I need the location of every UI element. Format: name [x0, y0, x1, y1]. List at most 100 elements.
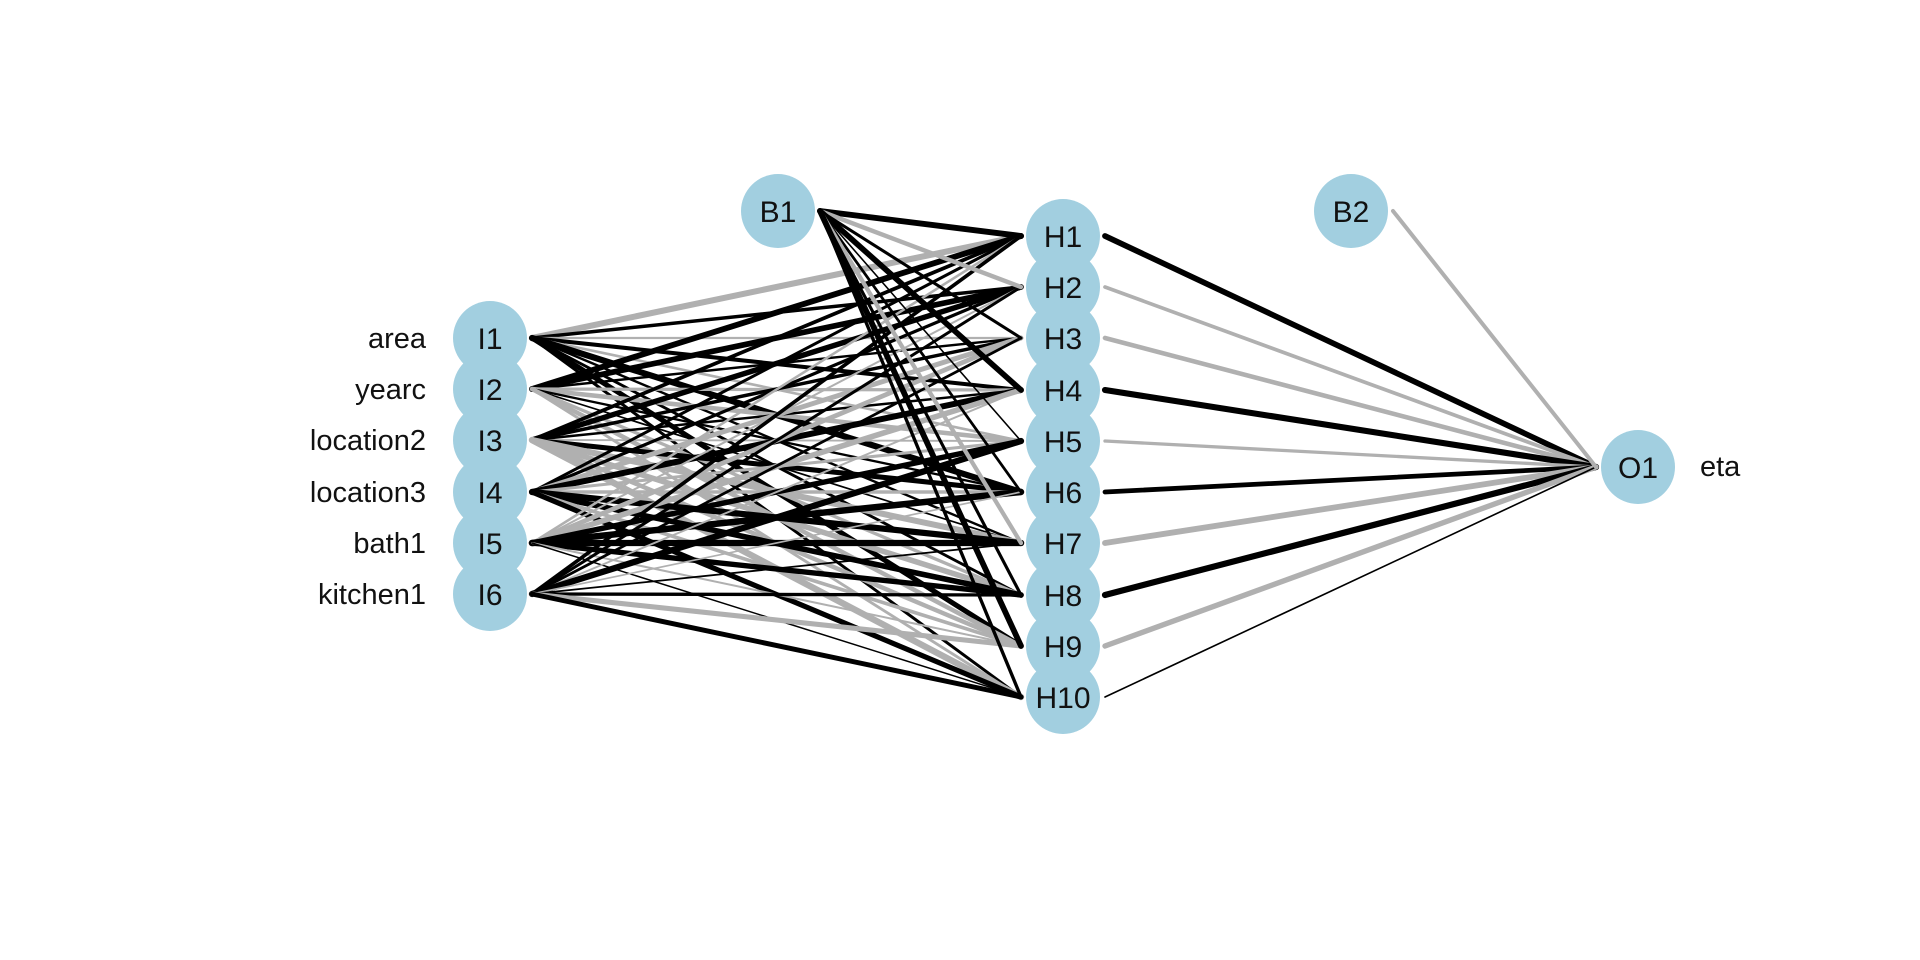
- edge-I2-H1: [529, 233, 1024, 392]
- hidden-node-h10-circle: [1026, 660, 1100, 734]
- edge-I6-H9: [529, 591, 1024, 649]
- edge-H5-O1: [1103, 439, 1598, 469]
- hidden-node-h1: H1: [1026, 199, 1100, 273]
- output-node-o1-circle: [1601, 430, 1675, 504]
- hidden-node-h6: H6: [1026, 455, 1100, 529]
- edge-B1-H1: [817, 208, 1024, 239]
- edge-I1-H1: [528, 232, 1025, 342]
- hidden-node-h10-label: H10: [1035, 682, 1090, 715]
- edge-I6-H2: [530, 285, 1023, 596]
- bias-node-b2: B2: [1314, 174, 1388, 248]
- hidden-node-h3: H3: [1026, 301, 1100, 375]
- edge-B1-H3: [818, 209, 1023, 340]
- bias-node-b1-label: B1: [760, 196, 797, 229]
- input-node-i5-label: I5: [477, 528, 502, 561]
- edge-B1-H5: [819, 210, 1022, 442]
- hidden-node-h4-label: H4: [1044, 375, 1082, 408]
- variable-label-layer: areayearclocation2location3bath1kitchen1…: [310, 323, 1741, 611]
- input-variable-bath1: bath1: [353, 528, 426, 560]
- edge-H8-O1: [1101, 463, 1600, 599]
- edge-H4-O1: [1101, 386, 1600, 471]
- edge-B1-H6: [818, 209, 1023, 494]
- hidden-node-h8: H8: [1026, 558, 1100, 632]
- edge-I6-H10: [529, 591, 1024, 700]
- input-node-i6-label: I6: [477, 579, 502, 612]
- edge-I6-H1: [530, 234, 1023, 596]
- input-node-i3: I3: [453, 403, 527, 477]
- hidden-node-h2-label: H2: [1044, 272, 1082, 305]
- edge-I4-H1: [530, 234, 1023, 494]
- hidden-node-h4: H4: [1026, 353, 1100, 427]
- edge-B1-H7: [817, 208, 1024, 546]
- hidden-node-h3-circle: [1026, 301, 1100, 375]
- edge-B1-H4: [817, 208, 1024, 393]
- input-node-i4-label: I4: [477, 477, 502, 510]
- edge-H6-O1: [1102, 464, 1599, 495]
- hidden-node-h3-label: H3: [1044, 323, 1082, 356]
- hidden-node-h2: H2: [1026, 250, 1100, 324]
- hidden-node-h5-label: H5: [1044, 426, 1082, 459]
- hidden-node-h7-circle: [1026, 506, 1100, 580]
- bias-node-b2-circle: [1314, 174, 1388, 248]
- edge-B1-H2: [817, 208, 1024, 290]
- hidden-node-h8-circle: [1026, 558, 1100, 632]
- edge-B1-H10: [818, 209, 1023, 699]
- bias-node-b1-circle: [741, 174, 815, 248]
- bias-node-b1: B1: [741, 174, 815, 248]
- hidden-node-h7: H7: [1026, 506, 1100, 580]
- hidden-node-h4-circle: [1026, 353, 1100, 427]
- input-variable-location2: location2: [310, 425, 426, 457]
- edge-H3-O1: [1102, 335, 1599, 470]
- input-node-i3-label: I3: [477, 425, 502, 458]
- hidden-node-h5: H5: [1026, 404, 1100, 478]
- edge-H10-O1: [1104, 466, 1597, 698]
- edge-I6-H4: [531, 389, 1022, 595]
- input-node-i6-circle: [453, 557, 527, 631]
- input-variable-kitchen1: kitchen1: [318, 579, 426, 611]
- hidden-node-h1-circle: [1026, 199, 1100, 273]
- connection-layer: [528, 208, 1600, 701]
- output-variable-eta: eta: [1700, 451, 1741, 483]
- input-node-i6: I6: [453, 557, 527, 631]
- input-node-i3-circle: [453, 403, 527, 477]
- edge-I6-H7: [531, 542, 1022, 595]
- input-node-i5: I5: [453, 506, 527, 580]
- input-variable-area: area: [368, 323, 427, 355]
- edge-I3-H1: [530, 234, 1023, 442]
- edge-H1-O1: [1102, 233, 1599, 470]
- hidden-node-h5-circle: [1026, 404, 1100, 478]
- edge-I6-H6: [531, 491, 1022, 595]
- edge-B1-H8: [818, 209, 1023, 597]
- input-node-i1-label: I1: [477, 323, 502, 356]
- edge-H9-O1: [1102, 464, 1599, 649]
- output-node-o1: O1: [1601, 430, 1675, 504]
- input-node-i5-circle: [453, 506, 527, 580]
- hidden-node-h2-circle: [1026, 250, 1100, 324]
- input-node-i4: I4: [453, 455, 527, 529]
- edge-H7-O1: [1102, 464, 1599, 546]
- input-node-i2: I2: [453, 352, 527, 426]
- hidden-node-h1-label: H1: [1044, 221, 1082, 254]
- bias-node-b2-label: B2: [1333, 196, 1370, 229]
- hidden-node-h8-label: H8: [1044, 580, 1082, 613]
- input-node-i1-circle: [453, 301, 527, 375]
- edge-H2-O1: [1103, 285, 1598, 469]
- output-node-o1-label: O1: [1618, 452, 1658, 485]
- edge-B2-O1: [1390, 208, 1599, 470]
- edge-I6-H8: [530, 592, 1023, 597]
- input-node-i2-label: I2: [477, 374, 502, 407]
- hidden-node-h6-circle: [1026, 455, 1100, 529]
- input-node-i4-circle: [453, 455, 527, 529]
- edge-I6-H3: [530, 336, 1023, 596]
- input-node-i2-circle: [453, 352, 527, 426]
- hidden-node-h7-label: H7: [1044, 528, 1082, 561]
- edge-B1-H9: [817, 208, 1024, 649]
- hidden-node-h10: H10: [1026, 660, 1100, 734]
- hidden-node-h6-label: H6: [1044, 477, 1082, 510]
- hidden-node-h9-label: H9: [1044, 631, 1082, 664]
- input-node-i1: I1: [453, 301, 527, 375]
- input-variable-location3: location3: [310, 477, 426, 509]
- hidden-node-h9-circle: [1026, 609, 1100, 683]
